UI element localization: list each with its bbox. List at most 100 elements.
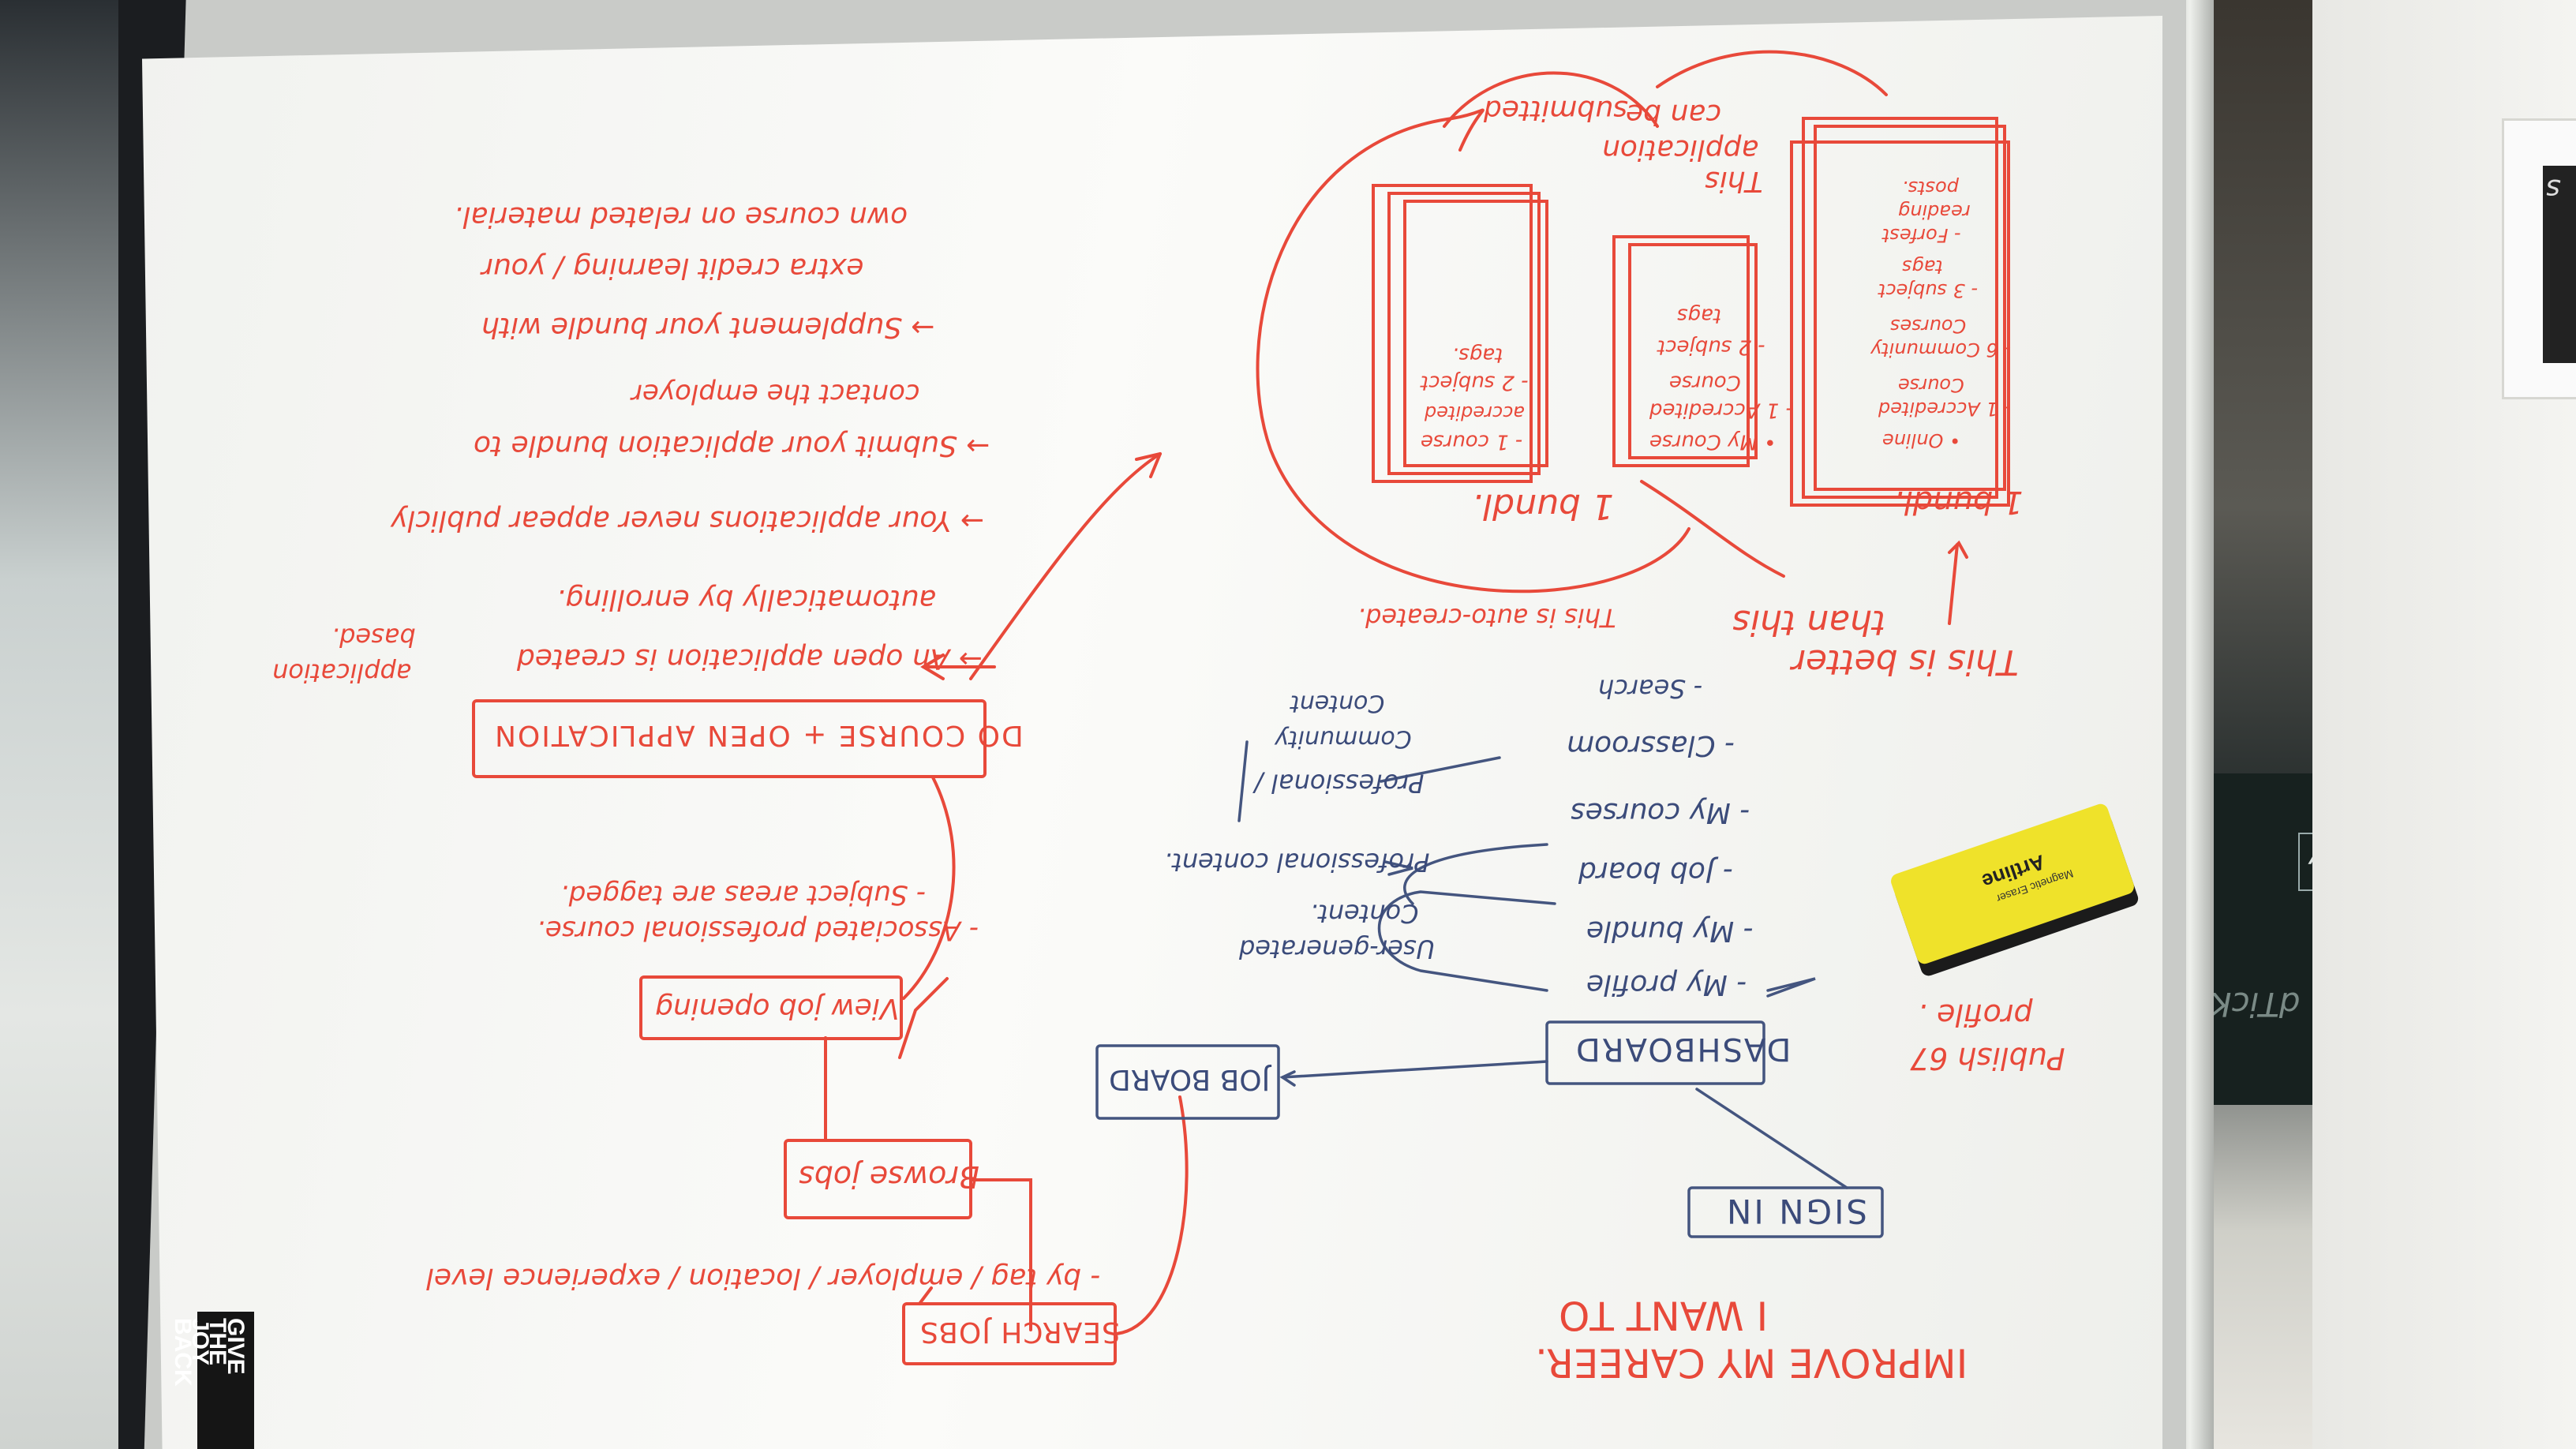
loop-arrow bbox=[1256, 108, 1690, 593]
arrow-course-to-bundles bbox=[969, 452, 1162, 680]
line-classroom bbox=[1380, 756, 1501, 783]
bundle2-line-9: reading bbox=[1898, 200, 1971, 223]
user-generated-2: Content. bbox=[1310, 898, 1419, 929]
job-board-box-outline bbox=[1095, 1044, 1280, 1120]
bundle1-line-2: - 1 Accredited bbox=[1649, 398, 1793, 422]
dashboard-box: DASHBOARD bbox=[1574, 1031, 1792, 1067]
arrow-better bbox=[1640, 480, 1785, 578]
search-jobs-box: SEARCH JOBS bbox=[919, 1315, 1120, 1348]
open-app-step-4: → Supplement your bundle with bbox=[481, 310, 935, 343]
bundle-card-2-back bbox=[1790, 140, 2010, 507]
arrow-mini bbox=[918, 1286, 933, 1305]
better-note-2: than this bbox=[1732, 602, 1886, 643]
professional-community-1: Professional / bbox=[1255, 768, 1425, 799]
application-based-2: based. bbox=[331, 622, 416, 653]
bundle2-line-2: - 1 Accredited bbox=[1878, 398, 2011, 421]
user-generated-1: User-generated bbox=[1239, 934, 1436, 964]
publish-profile-2: profile . bbox=[1918, 997, 2033, 1032]
dashboard-item-profile: - My profile bbox=[1586, 968, 1747, 1001]
bracket-community bbox=[1237, 740, 1249, 822]
bundle3-line-1: - 1 course bbox=[1421, 429, 1523, 454]
bundle-card-2 bbox=[1814, 125, 2006, 491]
view-job-note-2: - Subject areas are tagged. bbox=[560, 878, 927, 911]
auto-created-note: This is auto-created. bbox=[1357, 602, 1616, 633]
bundle2-line-1: • Online bbox=[1882, 429, 1961, 452]
arrow-head bbox=[1135, 452, 1162, 478]
arrow-up bbox=[1948, 543, 1959, 625]
arrow-submit-left bbox=[1443, 71, 1659, 128]
bracket-user-generated bbox=[1377, 890, 1556, 992]
professional-content-note: Professional content. bbox=[1164, 847, 1430, 878]
professional-community-3: Content bbox=[1290, 689, 1385, 717]
bundle2-line-8: - Forfest bbox=[1882, 224, 1961, 247]
arrow-browse-search bbox=[969, 1178, 1032, 1331]
open-app-step-1b: automatically by enrolling. bbox=[556, 582, 937, 616]
bundle-label-2: 1 bundl. bbox=[1472, 486, 1614, 527]
arrow-dashboard-jobboard bbox=[1281, 1060, 1548, 1079]
open-app-step-2: → Your applications never appear publicl… bbox=[391, 504, 985, 537]
view-job-note-1: - Associated professional course. bbox=[537, 914, 979, 946]
submitted-note-1: This bbox=[1705, 164, 1763, 197]
bundle2-line-3: Course bbox=[1898, 374, 1964, 397]
sign-in-box: SIGN IN bbox=[1724, 1192, 1868, 1231]
dashboard-item-courses: - My courses bbox=[1571, 796, 1750, 829]
arrow-profile bbox=[1766, 977, 1816, 998]
submitted-note-2: application bbox=[1602, 133, 1759, 166]
sticker-line-4: BACK bbox=[170, 1318, 196, 1387]
bundle3-line-3: - 2 subject bbox=[1421, 370, 1529, 395]
dashboard-item-job-board: - Job board bbox=[1578, 855, 1733, 888]
bundle2-line-5: Courses bbox=[1890, 315, 1967, 338]
arrow-up-head bbox=[1948, 540, 1968, 559]
dashboard-item-bundle: - My bundle bbox=[1586, 914, 1754, 947]
open-app-step-4c: own course on related material. bbox=[454, 200, 908, 233]
sign-in-box-outline bbox=[1687, 1186, 1884, 1238]
arrow-view-hook bbox=[898, 977, 949, 1059]
bundle3-line-2: accredited bbox=[1425, 402, 1526, 425]
professional-community-2: Community bbox=[1275, 724, 1412, 753]
open-app-step-3b: contact the employer bbox=[631, 377, 920, 410]
bundle1-line-4: - 2 subject bbox=[1657, 335, 1765, 359]
bundle2-line-4: - 6 Community bbox=[1870, 339, 2012, 361]
better-note-1: This is better bbox=[1792, 642, 2019, 683]
job-board-box: JOB BOARD bbox=[1109, 1062, 1271, 1095]
submitted-note-4: submitted bbox=[1484, 93, 1628, 126]
bundle-card-1-back bbox=[1612, 235, 1750, 467]
do-course-box: DO COURSE + OPEN APPLICATION bbox=[493, 718, 1024, 751]
arrow-submit-right bbox=[1656, 50, 1888, 96]
room-background-left bbox=[0, 0, 118, 1449]
bundle1-line-3: Course bbox=[1669, 370, 1741, 395]
dashboard-item-classroom: - Classroom bbox=[1567, 728, 1735, 762]
arrow-head-blue bbox=[1279, 1070, 1296, 1087]
open-app-step-3: → Submit your application bundle to bbox=[474, 429, 990, 462]
bundle2-line-6: - 3 subject bbox=[1878, 279, 1979, 302]
view-job-opening-box: View job opening bbox=[655, 991, 900, 1024]
do-course-box-outline bbox=[472, 699, 987, 778]
wall-sign-dark bbox=[2543, 166, 2576, 363]
bundle-card-3 bbox=[1403, 200, 1548, 467]
arrow-signin-dashboard bbox=[1695, 1088, 1848, 1189]
bundle2-line-7: tags bbox=[1902, 256, 1943, 279]
arrow-search-jobboard bbox=[1115, 1095, 1189, 1335]
open-app-step-1: → An open application is created bbox=[517, 642, 983, 675]
submitted-note-3: can be bbox=[1626, 97, 1722, 130]
bracket-job-board bbox=[1403, 843, 1548, 905]
dashboard-item-search: - Search bbox=[1598, 673, 1703, 704]
bundle3-line-4: tags. bbox=[1452, 343, 1503, 367]
bundle1-line-1: • My Course bbox=[1649, 429, 1777, 454]
bundle-card-1 bbox=[1628, 243, 1758, 459]
search-filter-note: - by tag / employer / location / experie… bbox=[426, 1261, 1101, 1294]
view-job-box-outline bbox=[639, 975, 903, 1040]
bundle1-line-5: tags bbox=[1677, 303, 1722, 328]
give-the-joy-back-sticker: GIVE THE JOY BACK bbox=[170, 1312, 254, 1449]
bundle-card-2-shadow bbox=[1802, 117, 1998, 499]
browse-jobs-box: Browse jobs bbox=[799, 1159, 980, 1194]
intro-line-1: I WANT TO bbox=[1559, 1292, 1769, 1339]
bundle-card-3-back2 bbox=[1372, 184, 1533, 483]
intro-line-2: IMPROVE MY CAREER. bbox=[1535, 1339, 1968, 1386]
dashboard-box-outline bbox=[1545, 1020, 1765, 1085]
bundle-label-1: 1 bundl. bbox=[1894, 484, 2024, 520]
bundle-card-3-back bbox=[1387, 192, 1541, 475]
bundle2-line-10: posts. bbox=[1902, 177, 1959, 200]
